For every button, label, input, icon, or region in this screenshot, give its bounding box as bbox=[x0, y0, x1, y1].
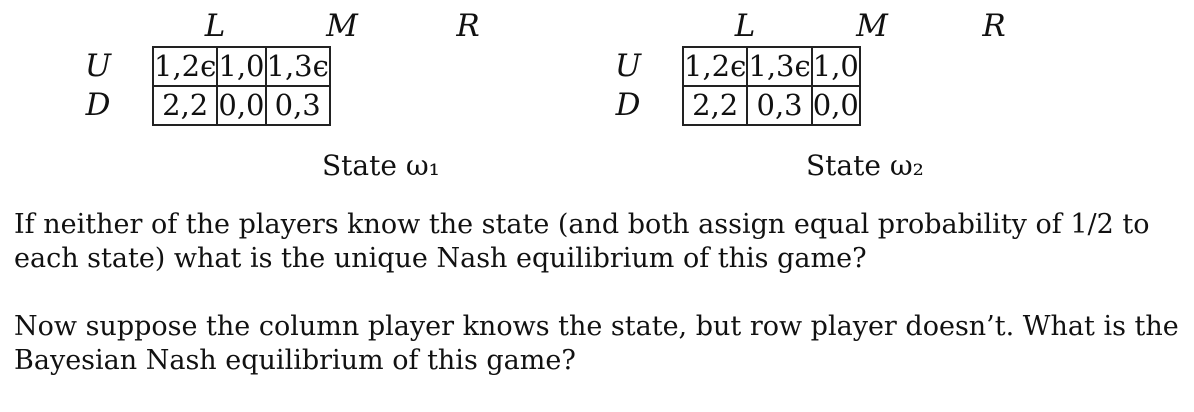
payoff-cell: 0,0 bbox=[216, 85, 267, 126]
payoff-cell: 1,2ϵ bbox=[681, 46, 749, 87]
column-header-m: M bbox=[326, 8, 358, 44]
column-header-l: L bbox=[204, 8, 226, 44]
state-caption: State ω₁ bbox=[322, 149, 440, 182]
row-header-d: D bbox=[85, 87, 111, 123]
column-header-l: L bbox=[734, 8, 756, 44]
payoff-table: 1,2ϵ 1,0 1,3ϵ 2,2 0,0 0,3 bbox=[151, 46, 331, 126]
payoff-cell: 0,3 bbox=[264, 85, 331, 126]
question-1: If neither of the players know the state… bbox=[14, 209, 1150, 274]
question-2: Now suppose the column player knows the … bbox=[14, 311, 1179, 376]
payoff-cell: 1,2ϵ bbox=[151, 46, 219, 87]
table-row: 1,2ϵ 1,0 1,3ϵ bbox=[151, 46, 331, 87]
state-caption: State ω₂ bbox=[806, 149, 924, 182]
payoff-cell: 2,2 bbox=[151, 85, 219, 126]
column-header-r: R bbox=[982, 8, 1006, 44]
payoff-cell: 2,2 bbox=[681, 85, 749, 126]
payoff-cell: 0,3 bbox=[746, 85, 813, 126]
payoff-cell: 1,0 bbox=[810, 46, 861, 87]
row-header-u: U bbox=[84, 48, 112, 84]
row-header-d: D bbox=[615, 87, 641, 123]
payoff-table: 1,2ϵ 1,3ϵ 1,0 2,2 0,3 0,0 bbox=[681, 46, 861, 126]
table-row: 2,2 0,3 0,0 bbox=[681, 85, 861, 126]
payoff-cell: 1,0 bbox=[216, 46, 267, 87]
table-row: 2,2 0,0 0,3 bbox=[151, 85, 331, 126]
payoff-cell: 1,3ϵ bbox=[746, 46, 813, 87]
row-header-u: U bbox=[614, 48, 642, 84]
column-header-r: R bbox=[456, 8, 480, 44]
column-header-m: M bbox=[856, 8, 888, 44]
table-row: 1,2ϵ 1,3ϵ 1,0 bbox=[681, 46, 861, 87]
payoff-cell: 0,0 bbox=[810, 85, 861, 126]
payoff-cell: 1,3ϵ bbox=[264, 46, 331, 87]
